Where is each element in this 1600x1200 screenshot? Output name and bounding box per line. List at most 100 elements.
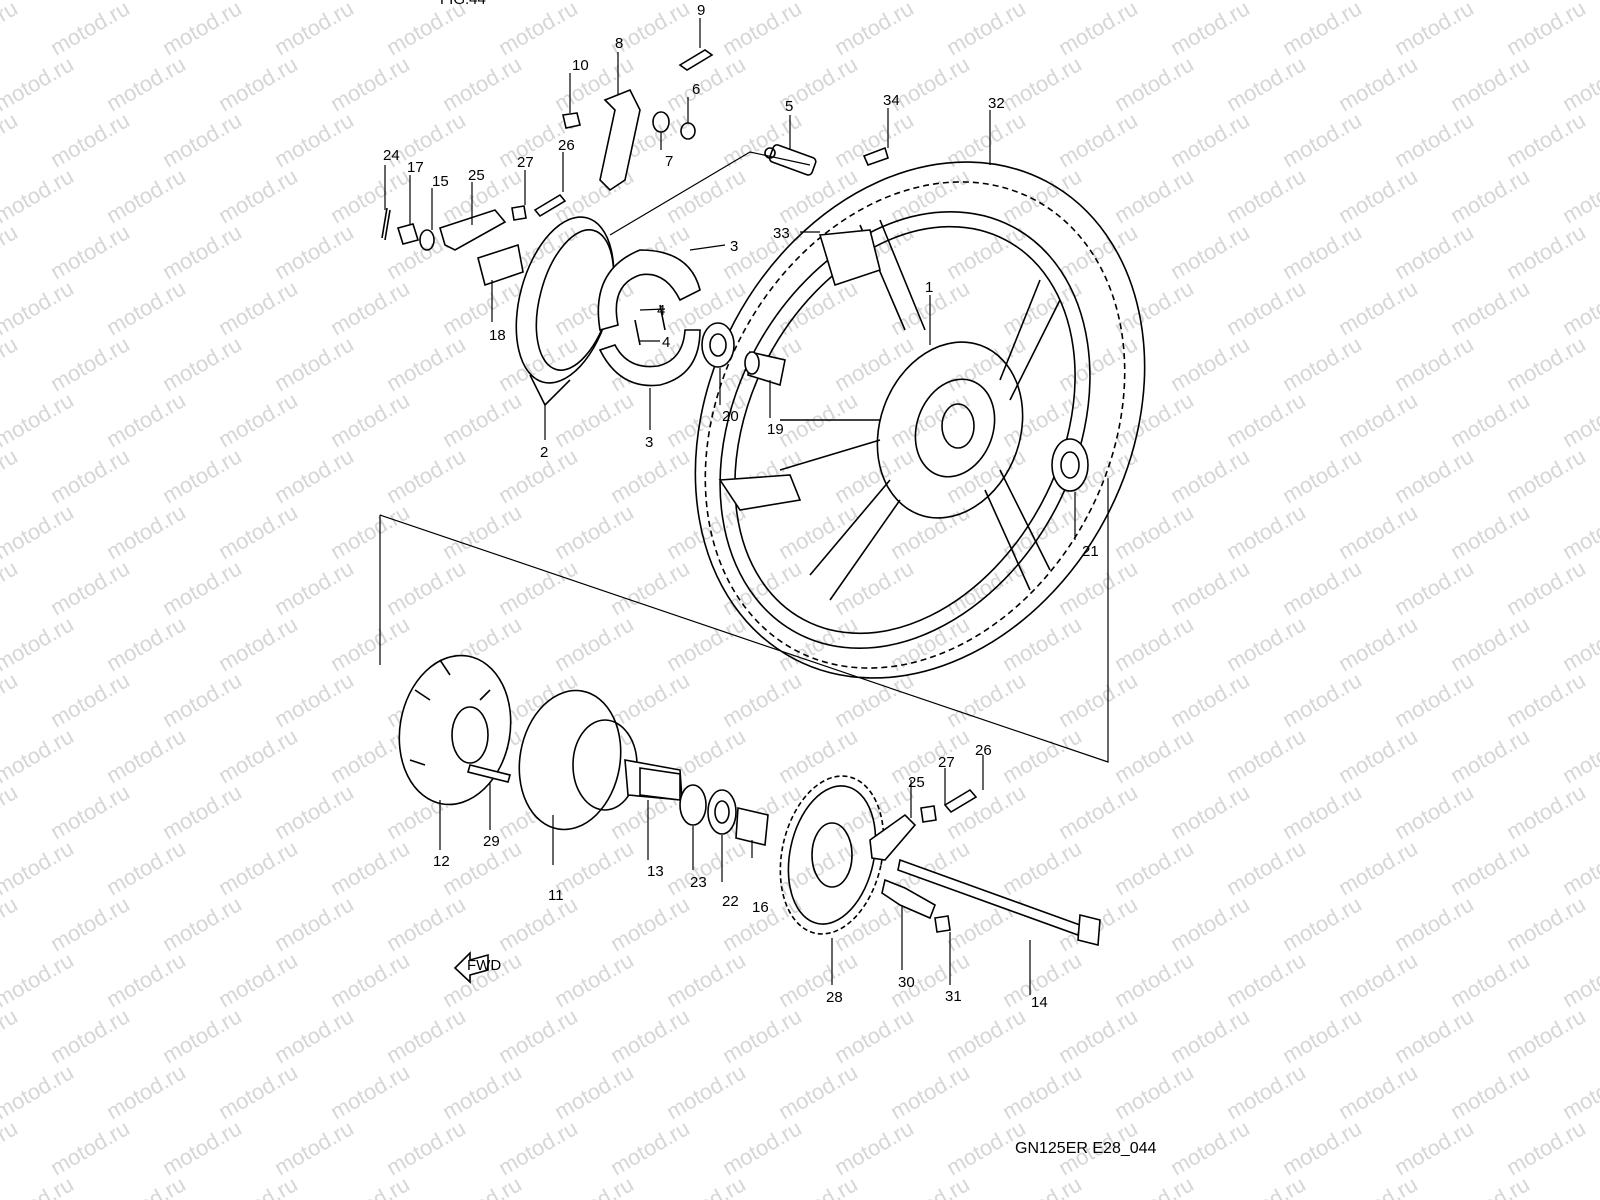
watermark-text: motod.ru bbox=[214, 1059, 302, 1124]
callout-25b: 25 bbox=[908, 774, 925, 791]
watermark-text: motod.ru bbox=[1334, 275, 1422, 340]
watermark-text: motod.ru bbox=[662, 1171, 750, 1200]
watermark-text: motod.ru bbox=[1054, 779, 1142, 844]
watermark-text: motod.ru bbox=[0, 51, 78, 116]
watermark-text: motod.ru bbox=[718, 555, 806, 620]
watermark-text: motod.ru bbox=[774, 611, 862, 676]
watermark-text: motod.ru bbox=[270, 555, 358, 620]
watermark-text: motod.ru bbox=[158, 443, 246, 508]
watermark-text: motod.ru bbox=[1334, 835, 1422, 900]
watermark-text: motod.ru bbox=[1222, 1171, 1310, 1200]
watermark-text: motod.ru bbox=[382, 443, 470, 508]
watermark-text: motod.ru bbox=[942, 0, 1030, 60]
callout-34: 34 bbox=[883, 92, 900, 109]
watermark-text: motod.ru bbox=[158, 107, 246, 172]
watermark-text: motod.ru bbox=[1502, 0, 1590, 60]
callout-10: 10 bbox=[572, 57, 589, 74]
watermark-text: motod.ru bbox=[438, 387, 526, 452]
watermark-text: motod.ru bbox=[326, 163, 414, 228]
seal-part-23 bbox=[679, 784, 707, 826]
watermark-text: motod.ru bbox=[270, 1115, 358, 1180]
watermark-text: motod.ru bbox=[774, 275, 862, 340]
watermark-text: motod.ru bbox=[1390, 107, 1478, 172]
watermark-text: motod.ru bbox=[1502, 891, 1590, 956]
watermark-text: motod.ru bbox=[1278, 331, 1366, 396]
callout-19: 19 bbox=[767, 421, 784, 438]
watermark-text: motod.ru bbox=[158, 779, 246, 844]
hub-inner bbox=[914, 378, 996, 478]
watermark-text: motod.ru bbox=[1166, 443, 1254, 508]
watermark-text: motod.ru bbox=[606, 555, 694, 620]
rear-sprocket-part bbox=[779, 775, 885, 935]
watermark-text: motod.ru bbox=[550, 1171, 638, 1200]
bearing-part-22 bbox=[707, 789, 737, 835]
watermark-text: motod.ru bbox=[158, 1115, 246, 1180]
watermark-text: motod.ru bbox=[0, 947, 78, 1012]
bearing-part-21 bbox=[1051, 438, 1089, 492]
watermark-text: motod.ru bbox=[606, 443, 694, 508]
callout-11: 11 bbox=[548, 887, 564, 904]
watermark-text: motod.ru bbox=[998, 1059, 1086, 1124]
watermark-text: motod.ru bbox=[1446, 387, 1534, 452]
watermark-text: motod.ru bbox=[1558, 163, 1600, 228]
watermark-text: motod.ru bbox=[1558, 275, 1600, 340]
watermark-text: motod.ru bbox=[0, 443, 22, 508]
watermark-text: motod.ru bbox=[1502, 443, 1590, 508]
watermark-text: motod.ru bbox=[1446, 163, 1534, 228]
callout-26a: 26 bbox=[558, 137, 575, 154]
watermark-text: motod.ru bbox=[830, 1003, 918, 1068]
watermark-text: motod.ru bbox=[214, 835, 302, 900]
watermark-text: motod.ru bbox=[1278, 1115, 1366, 1180]
watermark-text: motod.ru bbox=[1222, 611, 1310, 676]
watermark-text: motod.ru bbox=[270, 107, 358, 172]
watermark-text: motod.ru bbox=[1166, 555, 1254, 620]
chain-adjuster-part-right bbox=[869, 813, 917, 861]
exploded-view-bracket bbox=[379, 478, 1109, 763]
callout-2: 2 bbox=[540, 444, 548, 461]
watermark-text: motod.ru bbox=[0, 107, 22, 172]
watermark-text: motod.ru bbox=[1390, 891, 1478, 956]
watermark-text: motod.ru bbox=[886, 499, 974, 564]
watermark-text: motod.ru bbox=[550, 947, 638, 1012]
watermark-text: motod.ru bbox=[102, 947, 190, 1012]
callout-6: 6 bbox=[692, 81, 700, 98]
watermark-text: motod.ru bbox=[1558, 51, 1600, 116]
watermark-text: motod.ru bbox=[1110, 51, 1198, 116]
watermark-text: motod.ru bbox=[718, 1003, 806, 1068]
watermark-text: motod.ru bbox=[1558, 387, 1600, 452]
watermark-text: motod.ru bbox=[0, 163, 78, 228]
watermark-text: motod.ru bbox=[1166, 331, 1254, 396]
callout-25a: 25 bbox=[468, 167, 485, 184]
watermark-text: motod.ru bbox=[46, 0, 134, 60]
watermark-text: motod.ru bbox=[1390, 1115, 1478, 1180]
watermark-text: motod.ru bbox=[1278, 667, 1366, 732]
callout-22: 22 bbox=[722, 893, 739, 910]
watermark-text: motod.ru bbox=[382, 1003, 470, 1068]
watermark-text: motod.ru bbox=[382, 0, 470, 60]
watermark-text: motod.ru bbox=[0, 1003, 22, 1068]
watermark-text: motod.ru bbox=[1278, 555, 1366, 620]
watermark-text: motod.ru bbox=[774, 1059, 862, 1124]
watermark-text: motod.ru bbox=[1334, 723, 1422, 788]
hub-sleeve-part-13 bbox=[639, 767, 681, 801]
watermark-text: motod.ru bbox=[270, 0, 358, 60]
watermark-text: motod.ru bbox=[270, 779, 358, 844]
watermark-text: motod.ru bbox=[46, 1003, 134, 1068]
watermark-text: motod.ru bbox=[158, 555, 246, 620]
watermark-text: motod.ru bbox=[998, 611, 1086, 676]
watermark-text: motod.ru bbox=[1054, 1003, 1142, 1068]
washer-part-15 bbox=[419, 229, 435, 251]
watermark-text: motod.ru bbox=[1054, 107, 1142, 172]
watermark-text: motod.ru bbox=[270, 1003, 358, 1068]
valve-part bbox=[764, 144, 817, 176]
watermark-text: motod.ru bbox=[270, 667, 358, 732]
watermark-text: motod.ru bbox=[606, 667, 694, 732]
nut-part-27-bottom bbox=[920, 805, 937, 823]
watermark-text: motod.ru bbox=[1446, 947, 1534, 1012]
watermark-text: motod.ru bbox=[0, 891, 22, 956]
watermark-text: motod.ru bbox=[830, 555, 918, 620]
watermark-text: motod.ru bbox=[46, 331, 134, 396]
watermark-text: motod.ru bbox=[1446, 723, 1534, 788]
watermark-text: motod.ru bbox=[1222, 723, 1310, 788]
watermark-text: motod.ru bbox=[1222, 1059, 1310, 1124]
